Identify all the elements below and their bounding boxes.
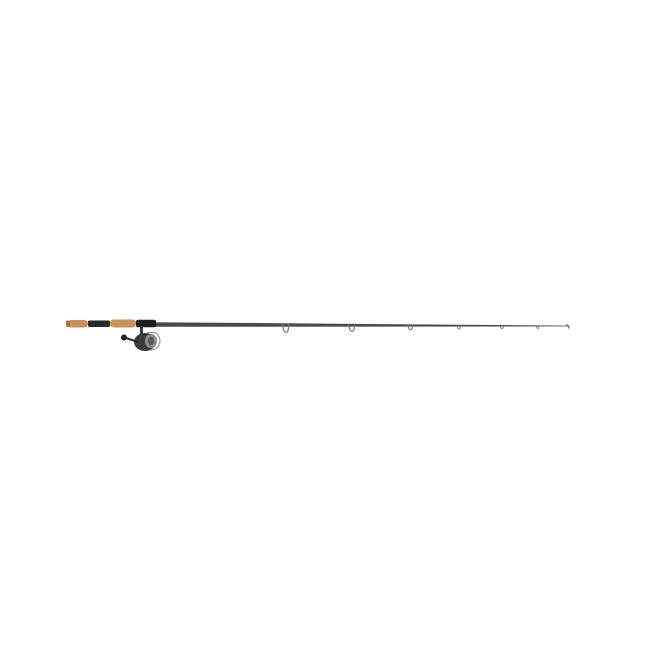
reel-seat-hood — [136, 319, 156, 328]
butt-cap — [66, 320, 70, 327]
line-guide — [499, 325, 504, 329]
reel-spool-rim — [148, 336, 154, 346]
line-guides — [281, 323, 570, 334]
reel-stem — [140, 326, 143, 335]
fore-cork-grip — [110, 319, 136, 328]
rod-blank — [150, 322, 568, 327]
spinning-reel — [121, 326, 161, 351]
line-guide — [347, 324, 356, 332]
line-guide — [407, 324, 414, 331]
reel-seat — [88, 320, 110, 327]
line-guide — [535, 325, 540, 329]
rear-cork-grip — [68, 320, 88, 328]
reel-handle-arm — [125, 337, 139, 343]
line-guide — [281, 323, 290, 334]
tip-top-guide — [565, 323, 570, 329]
line-guide — [456, 325, 461, 330]
reel-bail — [146, 331, 161, 351]
reel-handle-knob — [121, 334, 127, 341]
